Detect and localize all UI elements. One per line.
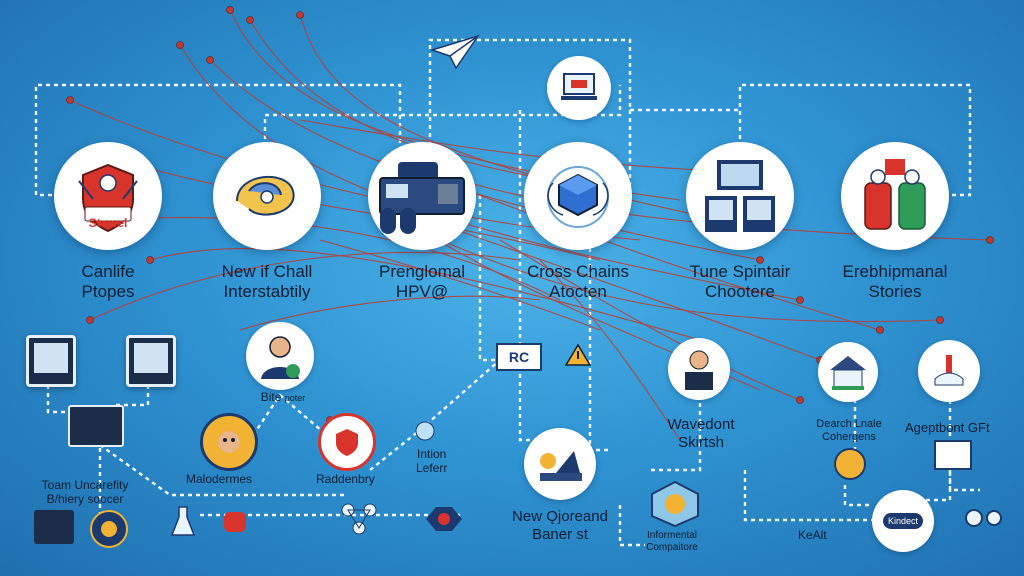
monitor-device-right[interactable] bbox=[126, 335, 176, 387]
gear-small-icon bbox=[965, 509, 1002, 527]
search-line-1: Dearch Lnale bbox=[816, 418, 882, 430]
intion-line-2: Leferr bbox=[416, 461, 448, 476]
label-line-1: Prenglomal bbox=[379, 262, 465, 281]
paper-plane-icon bbox=[430, 34, 480, 70]
coin-node[interactable] bbox=[834, 448, 866, 480]
new-ojoreand-label: New Ǫjoreand Baner st bbox=[498, 508, 622, 544]
label-line-2: Ptopes bbox=[81, 282, 135, 302]
wavedont-label: Wavedont Skirtsh bbox=[656, 416, 746, 452]
bite-text: Bite bbox=[260, 390, 282, 404]
bite-sub-text: poter bbox=[284, 393, 306, 403]
node-cross-chains-label: Cross Chains Atocten bbox=[498, 262, 658, 303]
new-ojoreand-node[interactable] bbox=[524, 428, 596, 500]
node-tune-spintair[interactable] bbox=[686, 142, 794, 250]
flask-icon bbox=[170, 506, 196, 536]
agent-label: Ageptbont GFt bbox=[905, 420, 990, 435]
crest-badge-text: Stowel bbox=[88, 216, 128, 230]
storage-stack-icon bbox=[864, 159, 926, 230]
avatar-node-bite[interactable] bbox=[246, 322, 314, 390]
server-rack-icon bbox=[68, 405, 124, 447]
house-node[interactable] bbox=[818, 342, 878, 402]
label-line-1: Cross Chains bbox=[526, 262, 630, 281]
shield-crest-icon bbox=[78, 163, 138, 233]
node-erebhipmanal-label: Erebhipmanal Stories bbox=[815, 262, 975, 303]
node-prenglomal[interactable] bbox=[368, 142, 476, 250]
shield-icon bbox=[336, 429, 358, 456]
screen-device-icon bbox=[934, 440, 972, 470]
rocket-swirl-icon bbox=[236, 175, 295, 216]
toam-line-2: B/hiery soocer bbox=[46, 492, 124, 507]
chip-icon bbox=[101, 521, 117, 537]
search-label: Dearch Lnale Cohergens bbox=[800, 418, 898, 444]
malodermes-node[interactable] bbox=[200, 413, 258, 471]
laptop-node[interactable] bbox=[547, 56, 611, 120]
label-line-2: HPV@ bbox=[395, 282, 449, 302]
molecule-icon bbox=[341, 503, 377, 535]
toam-label: Toam Uncarefity B/hiery soocer bbox=[30, 478, 140, 507]
cube-network-icon bbox=[547, 166, 609, 228]
sailboat-icon bbox=[540, 451, 582, 481]
bite-label: Bite poter bbox=[243, 390, 323, 404]
label-line-2: Atocten bbox=[549, 282, 607, 302]
keyboard-device-icon bbox=[34, 510, 74, 544]
laptop-icon bbox=[561, 73, 597, 100]
informental-label: Informental Compaitore bbox=[616, 530, 728, 554]
intion-line-1: Intion bbox=[417, 447, 447, 461]
monitor-device-left[interactable] bbox=[26, 335, 76, 387]
infor-line-2: Compaitore bbox=[646, 542, 698, 553]
node-cross-chains[interactable] bbox=[524, 142, 632, 250]
gear-cluster-icon bbox=[415, 421, 435, 441]
waved-line-2: Skirtsh bbox=[678, 434, 724, 451]
raddenbry-label: Raddenbry bbox=[316, 472, 375, 486]
raddenbry-node[interactable] bbox=[318, 413, 376, 471]
node-new-if-chall-label: New if Chall Interstabtily bbox=[187, 262, 347, 303]
infor-line-1: Informental bbox=[646, 530, 698, 541]
face-icon bbox=[218, 431, 240, 453]
badge-emblem-icon bbox=[651, 480, 699, 528]
kindect-pill-text: Kindect bbox=[882, 513, 924, 529]
search-line-2: Cohergens bbox=[822, 431, 876, 444]
label-line-1: New if Chall bbox=[221, 262, 313, 281]
label-line-1: Canlife bbox=[81, 262, 135, 281]
chip-node[interactable] bbox=[90, 510, 128, 548]
worker-avatar-icon bbox=[685, 350, 713, 390]
machine-console-icon bbox=[379, 162, 465, 234]
node-new-if-chall[interactable] bbox=[213, 142, 321, 250]
eye-badge-icon bbox=[426, 507, 462, 531]
person-avatar-icon bbox=[261, 336, 300, 379]
red-tag-icon bbox=[224, 512, 246, 532]
node-canlife[interactable]: Stowel bbox=[54, 142, 162, 250]
malodermes-label: Malodermes bbox=[186, 472, 253, 486]
new-line-1: New Ǫjoreand bbox=[512, 508, 608, 525]
node-erebhipmanal[interactable] bbox=[841, 142, 949, 250]
toam-line-1: Toam Uncarefity bbox=[41, 478, 129, 492]
house-icon bbox=[830, 356, 866, 390]
kindect-pill[interactable]: Kindect bbox=[872, 490, 934, 552]
label-line-1: Tune Spintair bbox=[689, 262, 791, 281]
warning-icon bbox=[565, 343, 591, 366]
node-tune-spintair-label: Tune Spintair Chootere bbox=[660, 262, 820, 303]
keall-label: KeAlt bbox=[798, 528, 827, 542]
waved-line-1: Wavedont bbox=[667, 416, 735, 433]
agent-node[interactable] bbox=[918, 340, 980, 402]
label-line-2: Interstabtily bbox=[223, 282, 311, 302]
intion-label: Intion Leferr bbox=[416, 447, 447, 476]
label-line-1: Erebhipmanal bbox=[842, 262, 948, 281]
label-line-2: Stories bbox=[868, 282, 922, 302]
label-line-2: Chootere bbox=[705, 282, 775, 302]
hand-tool-icon bbox=[934, 355, 964, 386]
wavedont-node[interactable] bbox=[668, 338, 730, 400]
mini-sign-box[interactable]: RC bbox=[496, 343, 542, 371]
dual-monitor-icon bbox=[705, 160, 775, 232]
node-prenglomal-label: Prenglomal HPV@ bbox=[342, 262, 502, 303]
node-canlife-label: Canlife Ptopes bbox=[28, 262, 188, 303]
new-line-2: Baner st bbox=[532, 526, 588, 543]
